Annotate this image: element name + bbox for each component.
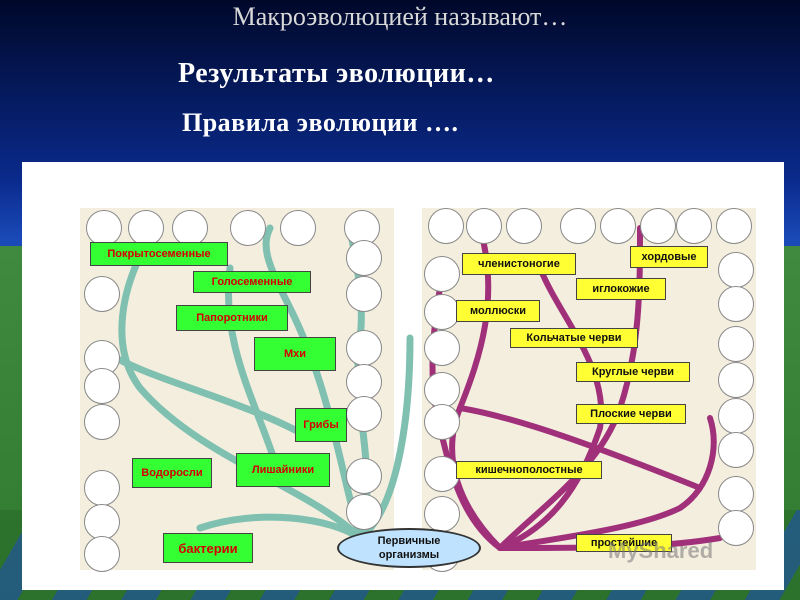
- label-flatworms: Плоские черви: [576, 404, 686, 424]
- label-algae: Водоросли: [132, 458, 212, 488]
- label-annelids: Кольчатые черви: [510, 328, 638, 348]
- organism-icon: [676, 208, 712, 244]
- label-angiosperms: Покрытосеменные: [90, 242, 228, 266]
- slide-heading: Результаты эволюции…: [178, 58, 495, 89]
- slide-subheading: Правила эволюции ….: [182, 108, 459, 137]
- label-chordates: хордовые: [630, 246, 708, 268]
- organism-icon: [230, 210, 266, 246]
- organism-icon: [344, 210, 380, 246]
- organism-icon: [346, 364, 382, 400]
- label-echinoderms: иглокожие: [576, 278, 666, 300]
- organism-icon: [128, 210, 164, 246]
- organism-icon: [716, 208, 752, 244]
- organism-icon: [84, 368, 120, 404]
- animal-branches: [429, 225, 723, 551]
- organism-icon: [172, 210, 208, 246]
- organism-icon: [84, 536, 120, 572]
- organism-icon: [424, 404, 460, 440]
- label-molluscs: моллюски: [456, 300, 540, 322]
- organism-icon: [718, 510, 754, 546]
- organism-icon: [86, 210, 122, 246]
- organism-icon: [718, 432, 754, 468]
- organism-icon: [346, 494, 382, 530]
- organism-icon: [560, 208, 596, 244]
- label-gymnosperms: Голосеменные: [193, 271, 311, 293]
- label-protozoa: простейшие: [576, 534, 672, 552]
- label-arthropods: членистоногие: [462, 253, 576, 275]
- organism-icon: [424, 456, 460, 492]
- organism-icon: [640, 208, 676, 244]
- organism-icon: [84, 504, 120, 540]
- organism-icon: [424, 496, 460, 532]
- organism-icon: [718, 326, 754, 362]
- label-mosses: Мхи: [254, 337, 336, 371]
- organism-icon: [718, 286, 754, 322]
- root-line-1: Первичные: [377, 535, 441, 547]
- organism-icon: [84, 404, 120, 440]
- label-fungi: Грибы: [295, 408, 347, 442]
- organism-icon: [424, 372, 460, 408]
- organism-icon: [718, 252, 754, 288]
- watermark: MyShared: [608, 538, 714, 563]
- organism-icon: [346, 396, 382, 432]
- organism-icon: [600, 208, 636, 244]
- organism-icon: [84, 276, 120, 312]
- organism-icon: [84, 470, 120, 506]
- organism-icon: [718, 362, 754, 398]
- evolution-tree-figure: [80, 208, 756, 570]
- organism-icon: [428, 208, 464, 244]
- organism-icon: [718, 476, 754, 512]
- organism-icon: [424, 294, 460, 330]
- label-lichens: Лишайники: [236, 453, 330, 487]
- root-primary-organisms: Первичные организмы: [337, 528, 481, 568]
- organism-icon: [346, 330, 382, 366]
- slide-title: Макроэволюцией называют…: [232, 2, 568, 31]
- label-roundworms: Круглые черви: [576, 362, 690, 382]
- label-bacteria: бактерии: [163, 533, 253, 563]
- organism-icon: [424, 330, 460, 366]
- root-line-2: организмы: [378, 549, 440, 561]
- organism-icon: [346, 240, 382, 276]
- label-coelenterates: кишечнополостные: [456, 461, 602, 479]
- organism-icon: [718, 398, 754, 434]
- organism-icon: [346, 458, 382, 494]
- label-ferns: Папоротники: [176, 305, 288, 331]
- organism-icon: [346, 276, 382, 312]
- organism-icon: [424, 256, 460, 292]
- organism-icon: [280, 210, 316, 246]
- organism-icon: [466, 208, 502, 244]
- organism-icon: [506, 208, 542, 244]
